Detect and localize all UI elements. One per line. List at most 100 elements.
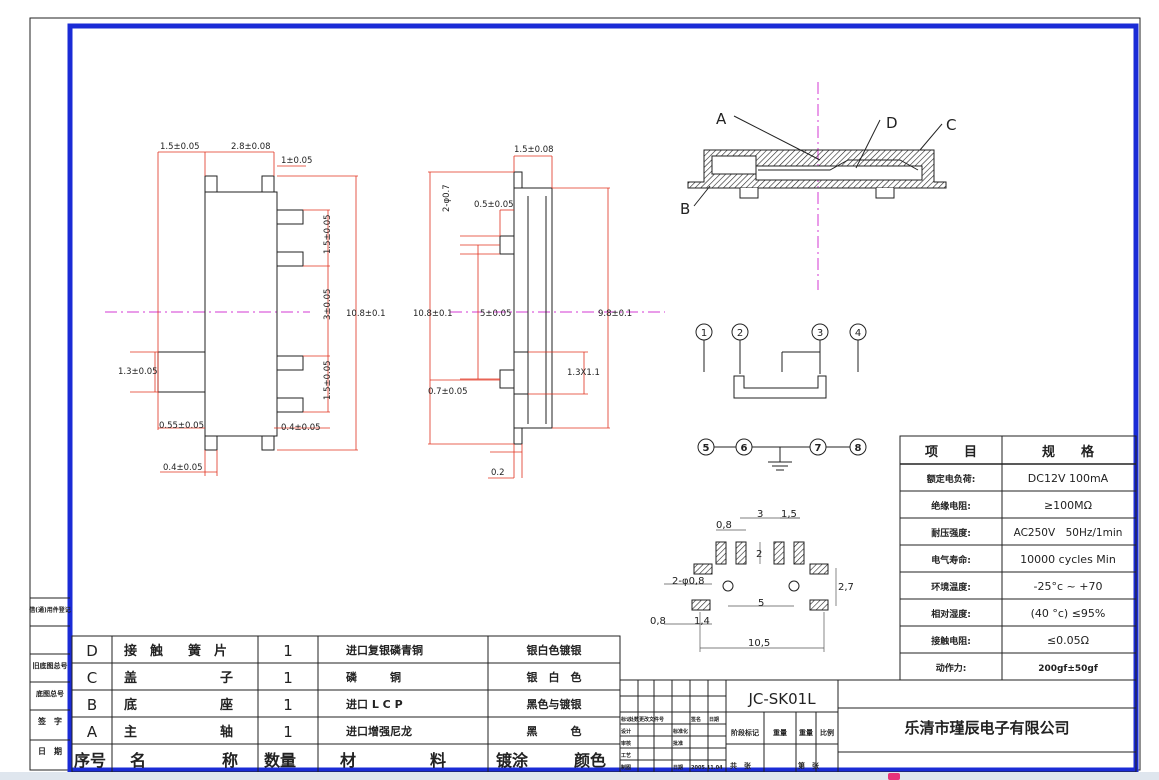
- terminal-8: 8: [855, 443, 862, 454]
- tb-misc: 批准: [673, 740, 683, 747]
- dim-2.8: 2.8±0.08: [231, 142, 271, 152]
- fp-dim-10.5: 10,5: [748, 638, 770, 649]
- spec-label: 相对湿度:: [931, 608, 971, 620]
- dim-5: 5±0.05: [480, 309, 511, 319]
- tb-row-label: 审核: [621, 740, 631, 747]
- dim-10.8-side: 10.8±0.1: [413, 309, 453, 319]
- spec-value: DC12V 100mA: [1028, 472, 1109, 485]
- dim-1.5-side: 1.5±0.08: [514, 145, 554, 155]
- dim-0.4-bottom: 0.4±0.05: [163, 463, 203, 473]
- bom-header-name-b: 称: [222, 751, 238, 770]
- dim-0.5: 0.5±0.05: [474, 200, 514, 210]
- spec-value: -25°c ~ +70: [1034, 580, 1103, 593]
- tb-misc: 日期: [673, 764, 683, 771]
- side-label: 底图总号: [36, 689, 64, 698]
- tb-misc: 标准化: [672, 728, 688, 735]
- fp-dim-2-phi-0.8: 2-φ0,8: [672, 576, 704, 587]
- fp-dim-1.5: 1,5: [781, 509, 797, 520]
- spec-value: 10000 cycles Min: [1020, 553, 1116, 566]
- spec-label: 动作力:: [936, 662, 967, 674]
- bom-header-coating-b: 颜色: [574, 751, 606, 770]
- part-number: JC-SK01L: [747, 690, 816, 708]
- label-C: C: [946, 116, 956, 134]
- fp-dim-0.8-bottom: 0,8: [650, 616, 666, 627]
- terminal-6: 6: [741, 443, 748, 454]
- dim-2-phi-0.7: 2-φ0.7: [442, 184, 452, 212]
- spec-label: 绝缘电阻:: [931, 500, 971, 512]
- fp-dim-2: 2: [756, 549, 762, 560]
- spec-label: 额定电负荷:: [927, 473, 976, 485]
- tb-col-label: 阶段标记: [731, 728, 759, 737]
- spec-label: 电气寿命:: [931, 554, 971, 566]
- bom-coating: 黑 色: [527, 724, 582, 738]
- bom-qty: 1: [283, 696, 293, 714]
- bom-material: 磷 铜: [346, 670, 401, 684]
- terminal-3: 3: [817, 328, 823, 339]
- bom-id: C: [87, 669, 97, 687]
- terminal-5: 5: [703, 443, 710, 454]
- bom-name-a: 盖: [124, 670, 137, 686]
- tray-icon[interactable]: [888, 773, 900, 780]
- bom-name-b: 轴: [220, 724, 233, 740]
- inner-frame: [67, 23, 1139, 773]
- pcb-footprint: [664, 517, 837, 652]
- bom-header-material-a: 材: [340, 751, 356, 770]
- bom-header-coating-a: 镀涂: [496, 751, 529, 770]
- bom-header-no: 序号: [74, 751, 106, 770]
- label-B: B: [680, 200, 690, 218]
- bom-name-a: 底: [124, 697, 137, 713]
- spec-label: 接触电阻:: [931, 635, 971, 647]
- bom-coating: 银白色镀银: [527, 643, 583, 657]
- bom-header-name-a: 名: [130, 751, 146, 770]
- fp-dim-3: 3: [757, 509, 763, 520]
- tb-col-label: 重量: [773, 728, 787, 737]
- bom-coating: 银 白 色: [527, 670, 582, 684]
- tb-row-label: 日期: [709, 716, 719, 723]
- side-label: 签 字: [37, 716, 62, 726]
- circuit-diagram: [695, 323, 867, 471]
- tb-misc: 第 张: [798, 761, 820, 770]
- tb-misc: 2005.11.04: [691, 765, 723, 771]
- spec-value: 200gf±50gf: [1038, 664, 1098, 674]
- tb-row-label: 设计: [621, 728, 631, 735]
- tb-misc: 共 张: [730, 761, 752, 770]
- side-strip: [30, 597, 70, 741]
- section-view: [687, 82, 947, 290]
- bom-qty: 1: [283, 642, 293, 660]
- tb-row-label: 标记: [620, 716, 631, 723]
- dim-0.55: 0.55±0.05: [159, 421, 204, 431]
- status-bar: [0, 772, 1159, 780]
- dim-1: 1±0.05: [281, 156, 312, 166]
- terminal-2: 2: [737, 328, 743, 339]
- side-body: [513, 187, 553, 429]
- tb-row-label: 签名: [690, 716, 701, 723]
- tb-row-label: 处数: [628, 716, 640, 723]
- bom-name-a: 接 触: [124, 643, 163, 659]
- label-D: D: [886, 114, 898, 132]
- spec-header-item: 项 目: [925, 445, 977, 460]
- bom-name-b: 簧 片: [188, 643, 227, 659]
- terminal-7: 7: [815, 443, 822, 454]
- dim-0.2: 0.2: [491, 468, 505, 478]
- tb-row-label: 制图: [621, 764, 631, 771]
- fp-dim-5: 5: [758, 598, 764, 609]
- dim-9.8: 9.8±0.1: [598, 309, 632, 319]
- fp-dim-2.7: 2,7: [838, 582, 854, 593]
- bom-qty: 1: [283, 723, 293, 741]
- dim-1.5-front: 1.5±0.05: [160, 142, 200, 152]
- bom-id: A: [87, 723, 98, 741]
- fp-dim-1.4: 1,4: [694, 616, 710, 627]
- spec-header-spec: 规 格: [1042, 444, 1095, 460]
- side-label: 日 期: [38, 746, 62, 756]
- bom-material: 进口 L C P: [346, 697, 403, 711]
- bom-id: D: [86, 642, 98, 660]
- front-view: [105, 151, 358, 476]
- body-outline: [204, 191, 278, 437]
- tb-col-label: 比例: [820, 728, 834, 737]
- dim-3: 3±0.05: [323, 289, 333, 320]
- bom-qty: 1: [283, 669, 293, 687]
- dim-1.5-pin-a: 1.5±0.05: [323, 214, 333, 254]
- terminal-1: 1: [701, 328, 707, 339]
